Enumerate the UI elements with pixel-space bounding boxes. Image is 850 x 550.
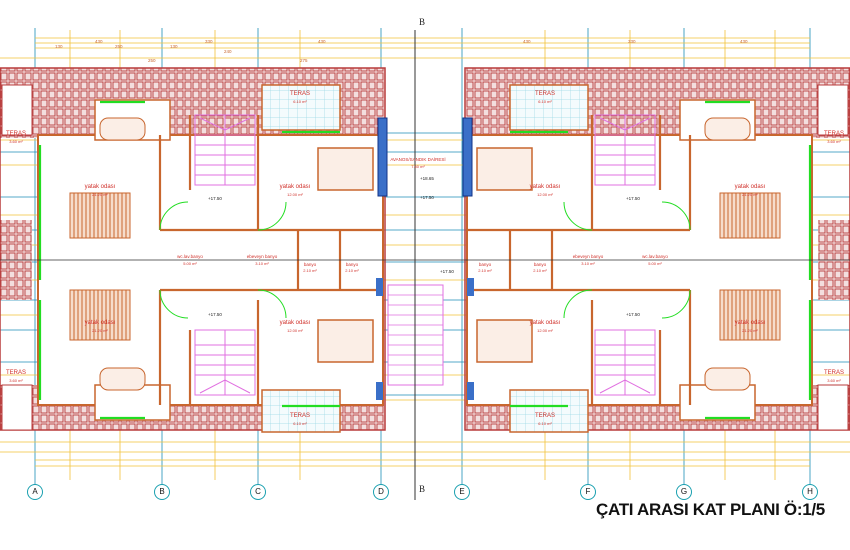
room-label: TERAS xyxy=(534,91,556,97)
room-label: TERAS xyxy=(534,413,556,419)
room-label: banyo xyxy=(478,262,492,267)
room-label: banyo xyxy=(533,262,547,267)
axis-bubble-d: D xyxy=(373,484,389,500)
room-label: yatak odası xyxy=(734,184,766,190)
room-area: 12.00 m² xyxy=(537,328,553,333)
axis-bubble-f: F xyxy=(580,484,596,500)
dimension-text: 430 xyxy=(523,39,531,44)
room-label: yatak odası xyxy=(529,184,561,190)
room-area: 6.10 m² xyxy=(538,421,552,426)
axis-bubble-a: A xyxy=(27,484,43,500)
level-marker: +17.50 xyxy=(208,196,222,201)
dimension-text: 330 xyxy=(205,39,213,44)
room-area: 21.20 m² xyxy=(92,192,108,197)
axis-bubble-h: H xyxy=(802,484,818,500)
room-label: TERAS xyxy=(5,131,27,137)
level-marker: +17.50 xyxy=(626,196,640,201)
room-area: 2.10 m² xyxy=(303,268,317,273)
room-label: ebeveyn banyo xyxy=(572,254,604,259)
room-label: TERAS xyxy=(289,413,311,419)
room-label: yatak odası xyxy=(529,320,561,326)
room-label: ebeveyn banyo xyxy=(246,254,278,259)
axis-bubble-g: G xyxy=(676,484,692,500)
room-area: 2.10 m² xyxy=(533,268,547,273)
level-marker: +17.50 xyxy=(420,195,434,200)
level-marker: +17.50 xyxy=(440,269,454,274)
room-area: 6.10 m² xyxy=(293,421,307,426)
room-area: 6.10 m² xyxy=(538,99,552,104)
room-area: 21.20 m² xyxy=(92,328,108,333)
room-label: yatak odası xyxy=(84,184,116,190)
room-label: yatak odası xyxy=(84,320,116,326)
room-area: 5.00 m² xyxy=(648,261,662,266)
room-area: 21.20 m² xyxy=(742,328,758,333)
dimension-text: 130 xyxy=(170,44,178,49)
room-label: TERAS xyxy=(823,370,845,376)
room-area: 12.00 m² xyxy=(537,192,553,197)
axis-bubble-b: B xyxy=(154,484,170,500)
section-marker-bottom: B xyxy=(419,484,426,494)
room-area: 3.60 m² xyxy=(9,378,23,383)
section-marker-top: B xyxy=(419,17,426,27)
room-area: 3.10 m² xyxy=(255,261,269,266)
level-marker: +17.50 xyxy=(626,312,640,317)
room-area: 3.60 m² xyxy=(827,378,841,383)
room-area: 7.50 m² xyxy=(411,164,425,169)
room-label: TERAS xyxy=(289,91,311,97)
room-label: banyo xyxy=(345,262,359,267)
dimension-text: 330 xyxy=(628,39,636,44)
room-label: AVANOS/SANDIK DAİRESİ xyxy=(390,157,446,162)
dimension-text: 430 xyxy=(318,39,326,44)
dimension-text: 130 xyxy=(55,44,63,49)
dimension-text: 250 xyxy=(148,58,156,63)
room-label: yatak odası xyxy=(734,320,766,326)
dimension-text: 430 xyxy=(95,39,103,44)
room-area: 12.00 m² xyxy=(287,192,303,197)
dimension-text: 240 xyxy=(224,49,232,54)
level-marker: +17.50 xyxy=(208,312,222,317)
room-area: 2.10 m² xyxy=(345,268,359,273)
left-unit xyxy=(0,66,389,434)
room-area: 6.10 m² xyxy=(293,99,307,104)
room-area: 5.00 m² xyxy=(183,261,197,266)
room-area: 3.60 m² xyxy=(9,139,23,144)
room-label: TERAS xyxy=(5,370,27,376)
dimension-text: 430 xyxy=(740,39,748,44)
room-label: wc.lav.banyo xyxy=(177,254,203,259)
room-area: 21.20 m² xyxy=(742,192,758,197)
dimension-text: 250 xyxy=(115,44,123,49)
room-area: 12.00 m² xyxy=(287,328,303,333)
dimension-text: 275 xyxy=(300,58,308,63)
axis-bubble-c: C xyxy=(250,484,266,500)
plan-title: ÇATI ARASI KAT PLANI Ö:1/5 xyxy=(596,500,825,519)
room-label: banyo xyxy=(303,262,317,267)
axis-bubble-e: E xyxy=(454,484,470,500)
level-marker: +18.65 xyxy=(420,176,434,181)
room-area: 3.60 m² xyxy=(827,139,841,144)
room-label: yatak odası xyxy=(279,184,311,190)
room-label: yatak odası xyxy=(279,320,311,326)
room-label: wc.lav.banyo xyxy=(642,254,668,259)
room-area: 3.10 m² xyxy=(581,261,595,266)
right-unit xyxy=(461,66,850,434)
room-area: 2.10 m² xyxy=(478,268,492,273)
room-label: TERAS xyxy=(823,131,845,137)
